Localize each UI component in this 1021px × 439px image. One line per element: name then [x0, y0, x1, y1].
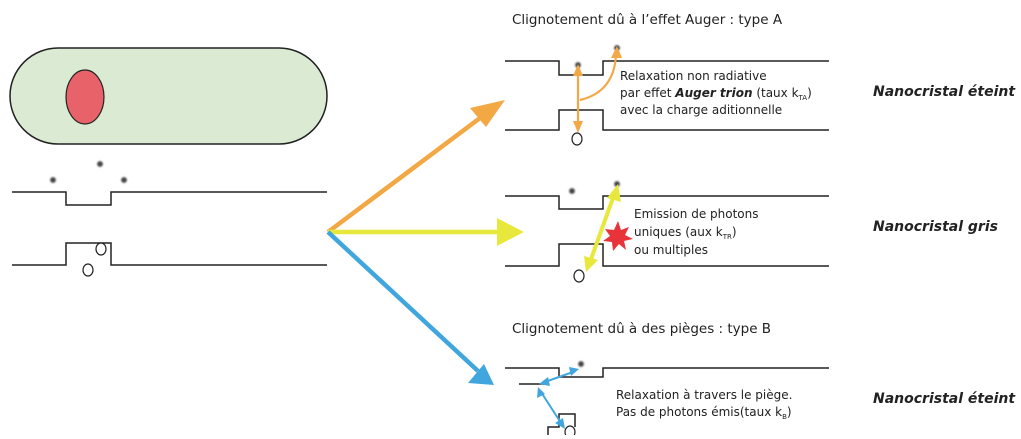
title-auger: Clignotement dû à l’effet Auger : type A [512, 12, 783, 28]
band-diagram-grey [505, 179, 829, 283]
valence-band [12, 242, 327, 266]
hole [573, 269, 585, 283]
hole [82, 263, 94, 277]
branch-arrow-trap [326, 230, 494, 385]
state-off-auger: Nanocristal éteint [873, 84, 1016, 100]
state-off-trap: Nanocristal éteint [873, 391, 1016, 407]
grey-desc-line1: Emission de photons [634, 207, 759, 221]
electron [48, 175, 58, 185]
trap-desc-line1: Relaxation à travers le piège. [616, 388, 792, 402]
band-diagram-auger [505, 43, 829, 146]
branch-arrow-grey [328, 218, 524, 246]
photon-flash-icon [603, 221, 633, 251]
grey-desc-line3: ou multiples [634, 243, 708, 257]
grey-desc-line2: uniques (aux kTR) [634, 225, 737, 241]
electron [567, 186, 577, 196]
trap-relax-arrow [540, 391, 562, 424]
auger-desc-line2: par effet Auger trion (taux kTA) [620, 86, 812, 102]
emission-arrow [588, 194, 616, 263]
hole [95, 242, 107, 256]
band-diagram-initial [12, 159, 327, 277]
valence-band [505, 243, 829, 267]
title-traps: Clignotement dû à des pièges : type B [512, 321, 771, 337]
branch-arrow-auger [326, 100, 505, 234]
conduction-band [505, 195, 829, 210]
electron [119, 175, 129, 185]
auger-transfer-arrow [579, 54, 618, 102]
nanorod-shell [9, 47, 328, 145]
trap-capture-arrow [544, 371, 574, 383]
auger-desc-line1: Relaxation non radiative [620, 69, 767, 83]
state-grey: Nanocristal gris [873, 219, 998, 235]
electron [95, 159, 105, 169]
nanorod [9, 47, 328, 145]
trap-desc-line2: Pas de photons émis(taux kB) [616, 405, 792, 421]
hole [571, 132, 583, 146]
conduction-band [12, 191, 327, 206]
electron [576, 359, 586, 369]
band-diagram-trap [505, 359, 829, 439]
conduction-band [505, 367, 829, 378]
auger-desc-line3: avec la charge aditionnelle [620, 103, 782, 117]
electron [612, 179, 622, 189]
valence-band [505, 109, 829, 131]
hole [564, 425, 576, 439]
nanorod-core [65, 69, 105, 125]
